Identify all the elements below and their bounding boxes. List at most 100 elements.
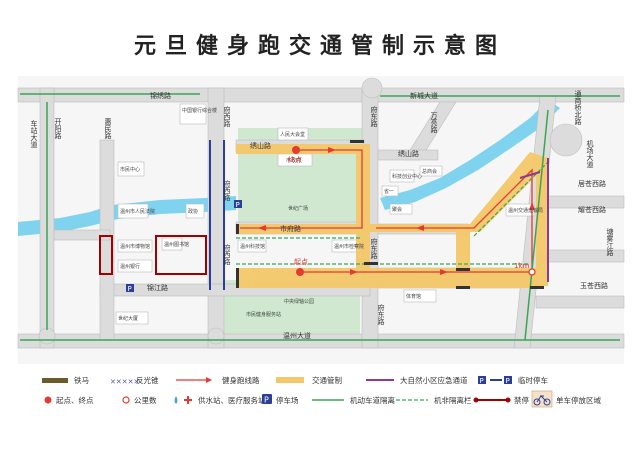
road-jinxiu [17,87,625,103]
place-renmin-hall: 人民大会堂 [280,131,305,138]
legend-start-end-icon [44,396,52,404]
building-huizhan [117,239,153,253]
road-label-jichang: 机场大道 [586,139,594,169]
place-dongfang: 温州市检察院 [334,243,364,250]
road-label-shifu: 市府路 [280,224,301,233]
legend-control-swatch [276,377,304,383]
road-yucang [535,295,625,309]
building-zhengxie [185,203,205,219]
legend-temp-parking-icon [478,376,486,384]
legend-route: 健身跑线路 [222,375,260,385]
control-east-loop [370,152,548,286]
roundabout-north [361,77,383,99]
control-east-main [238,268,538,288]
building-tushuguan [161,237,183,251]
place-tushuguan: 温州图书馆 [164,241,189,248]
route-arrow [258,225,266,231]
legend-tiema: 铁马 [74,375,89,385]
road-label-fudong-mid: 府东路 [370,237,378,260]
place-liuxi: 市民中心 [120,166,140,173]
place-labels: 中国银行综合楼 市民中心 温州市人民法院 政协 温州市博物馆 温州图书馆 温州银… [118,107,543,322]
road-label-jiangbin: 锦江路 [147,283,168,292]
parking-icon [126,284,134,292]
legend-motor-barrier: 机动车道隔离 [350,395,395,405]
place-zhongxin: 中国银行综合楼 [182,107,217,114]
road-label-xiushan: 绣山路 [250,141,271,150]
building-shijia [115,311,149,325]
place-juhui: 聚会 [392,206,402,213]
bicycle-icon [533,395,551,406]
roundabout-south [207,327,225,345]
place-renda: 温州市人民法院 [120,208,155,215]
road-label-tongjiao: 通商桥北路 [574,89,582,126]
legend: 铁马 ✕✕✕✕✕ 反光锥 健身跑线路 交通管制 大自然小区应急通道 P P 临时… [42,375,601,408]
road-label-fuxi-mid: 府西路 [223,179,231,202]
parking-icon [234,200,242,208]
km-label: 1km [514,262,530,270]
road-label-yucang: 玉苍西路 [580,281,608,290]
control-xiushan [236,144,366,154]
road-label-wenzhou: 温州大道 [283,331,311,340]
road-xiushan-east [377,149,439,161]
legend-start-end: 起点、终点 [56,395,94,405]
building-renmin-hall [277,127,309,141]
legend-tiema-swatch [42,378,68,383]
legend-parking-icon [262,394,272,404]
legend-no-parking-end-icon [473,397,479,403]
road-label-xiushan-east: 绣山路 [398,149,419,158]
building-shengwei [381,185,399,197]
road-label-yaomen: 耀苍西路 [578,205,606,214]
legend-bike-area-swatch [531,390,553,408]
legend-temp-parking-letter: P [506,377,510,385]
motor-barrier [524,109,549,341]
road-label-fuxi-top: 府西路 [223,105,231,128]
control-fudong-north [356,144,370,274]
finish-marker [292,146,300,154]
building-wenzhou-bank [117,259,153,273]
legend-water-medical: 供水站、医疗服务站 [198,395,266,405]
place-kejiguan: 温州科技馆 [240,243,265,250]
building-kejiguan [237,239,267,253]
route-arrows [258,147,535,275]
legend-cone-swatch: ✕✕✕✕✕ [110,378,139,386]
map-title: 元旦健身跑交通管制示意图 [133,34,506,59]
emergency-route [519,171,541,179]
route-arrow [529,202,535,210]
place-city-gov: 市政府 [286,157,301,164]
place-shengwei: 省一 [384,188,394,195]
legend-no-parking: 禁停 [514,395,529,405]
start-label: 起点 [294,258,308,266]
place-shijia: 世纪大厦 [118,315,138,322]
place-huizhan: 温州市博物馆 [120,243,150,250]
legend-temp-parking-icon [504,376,512,384]
road-label-huiming: 惠民路 [104,117,112,140]
road-label-fudong-low: 府东路 [377,303,385,326]
road-label-wanxiang: 万亮路 [430,112,438,134]
motor-barrier-lines [20,93,620,341]
tiema-block [456,268,470,271]
map-parking-icons: P P [126,200,242,293]
place-bike-station: 市民健身服务站 [246,311,281,318]
road-label-chezhan: 车站大道 [30,119,38,149]
parking-icon-letter: P [128,285,132,293]
temp-parking-lines [209,140,225,290]
legend-water-drop-icon [174,396,178,404]
roundabout-northeast [549,123,583,157]
building-juhui [389,203,413,215]
road-label-fuxi-low: 府西路 [223,243,231,266]
legend-temp-parking: 临时停车 [518,375,548,385]
buildings [115,103,535,325]
road-wenzhou [17,333,625,349]
tiema-block [236,268,239,288]
finish-label: 终点 [288,155,302,164]
run-route-east-loop [300,168,533,273]
legend-parking-letter: P [264,396,269,405]
building-liuxi [117,161,145,177]
place-keji: 科技创业中心 [392,173,422,180]
building-zhongxin [179,103,207,125]
legend-emergency: 大自然小区应急通道 [400,375,468,385]
road-labels: 锦绣路 新城大道 温州大道 锦江路 绣山路 绣山路 市府路 居苍西路 耀苍西路 … [147,91,608,340]
road-label-jinxiu: 锦绣路 [150,91,171,100]
